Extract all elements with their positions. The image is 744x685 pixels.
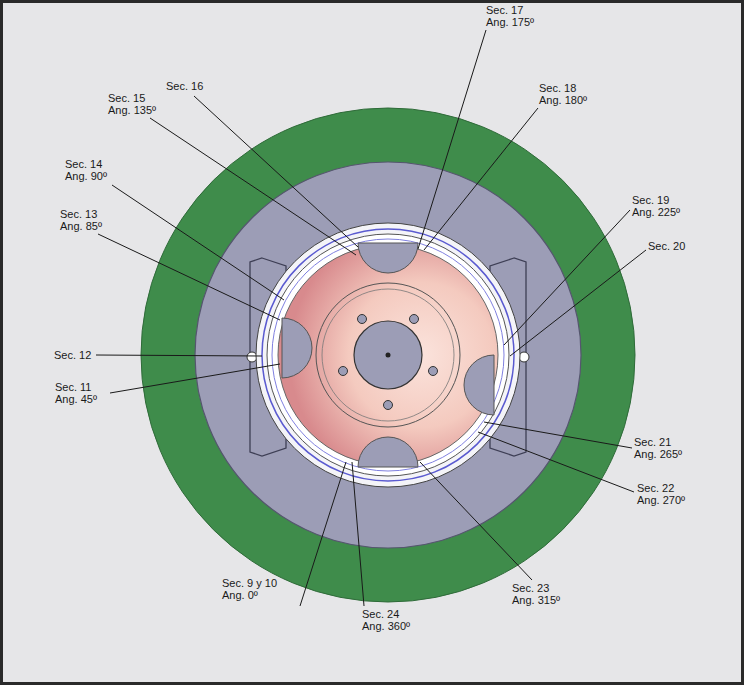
section-label: Sec. 23 Ang. 315º bbox=[512, 582, 570, 606]
section-label: Sec. 14 Ang. 90º bbox=[65, 158, 123, 182]
section-label: Sec. 19 Ang. 225º bbox=[632, 194, 690, 218]
section-label: Sec. 18 Ang. 180º bbox=[539, 82, 597, 106]
section-label: Sec. 9 y 10 Ang. 0º bbox=[222, 577, 280, 601]
section-label: Sec. 24 Ang. 360º bbox=[362, 608, 420, 632]
section-label: Sec. 12 bbox=[54, 349, 112, 361]
section-label: Sec. 15 Ang. 135º bbox=[108, 92, 166, 116]
section-label: Sec. 13 Ang. 85º bbox=[60, 208, 118, 232]
section-label: Sec. 22 Ang. 270º bbox=[637, 482, 695, 506]
section-label: Sec. 11 Ang. 45º bbox=[55, 381, 113, 405]
section-label: Sec. 16 bbox=[166, 80, 224, 92]
section-label: Sec. 21 Ang. 265º bbox=[634, 436, 692, 460]
section-label: Sec. 20 bbox=[648, 240, 706, 252]
section-label: Sec. 17 Ang. 175º bbox=[486, 4, 544, 28]
